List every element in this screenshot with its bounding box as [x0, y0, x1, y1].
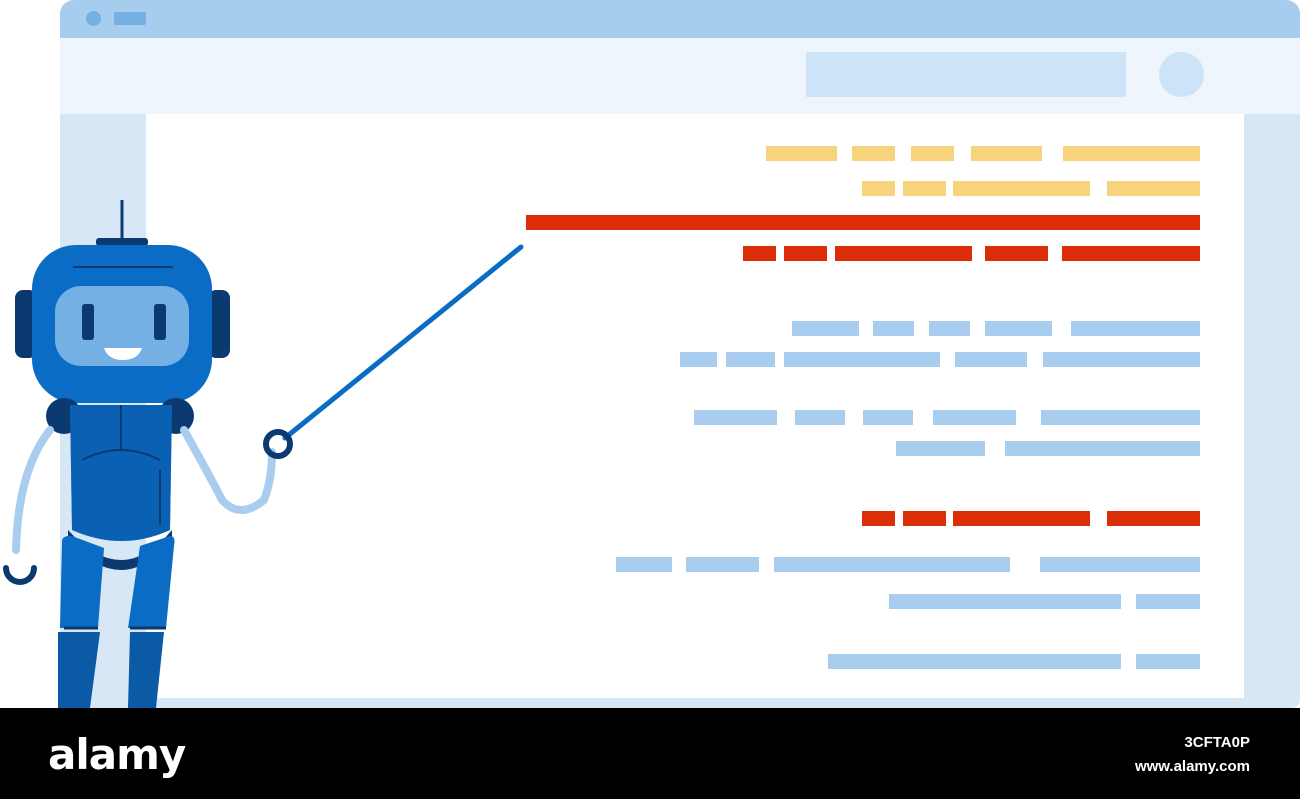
code-token [1005, 441, 1200, 456]
code-token [835, 246, 972, 261]
code-token [852, 146, 895, 161]
code-token [686, 557, 759, 572]
code-token [1040, 557, 1200, 572]
code-token [1107, 181, 1200, 196]
code-token [933, 410, 1016, 425]
window-dot-icon[interactable] [86, 11, 101, 26]
code-line [146, 352, 1244, 367]
code-token [1062, 246, 1200, 261]
code-line [146, 410, 1244, 425]
code-line [146, 441, 1244, 456]
code-token [903, 511, 946, 526]
code-token [903, 181, 946, 196]
code-token [774, 557, 1010, 572]
site-url-link[interactable]: www.alamy.com [1134, 758, 1250, 775]
code-line [146, 511, 1244, 526]
code-token [828, 654, 1121, 669]
code-token [680, 352, 717, 367]
window-pill-icon[interactable] [114, 12, 146, 25]
code-token [1043, 352, 1200, 367]
pointer-stick-icon [282, 244, 524, 441]
code-line [146, 654, 1244, 669]
title-bar [60, 0, 1300, 38]
code-token [971, 146, 1042, 161]
code-token [1041, 410, 1200, 425]
code-token [985, 321, 1052, 336]
code-token [1063, 146, 1200, 161]
code-token [766, 146, 837, 161]
code-token [1107, 511, 1200, 526]
code-token [953, 511, 1090, 526]
code-token [694, 410, 777, 425]
code-token [862, 511, 895, 526]
user-avatar-icon[interactable] [1159, 52, 1204, 97]
code-token [953, 181, 1090, 196]
robot-icon [3, 200, 524, 708]
code-line [146, 557, 1244, 572]
code-token [929, 321, 970, 336]
code-token [889, 594, 1121, 609]
code-token [726, 352, 775, 367]
code-token [1136, 594, 1200, 609]
code-line [146, 594, 1244, 609]
code-token [862, 181, 895, 196]
image-id: 3CFTA0P [1184, 734, 1250, 751]
code-token [795, 410, 845, 425]
code-token [911, 146, 954, 161]
code-token [985, 246, 1048, 261]
code-token [1071, 321, 1200, 336]
brand-logo[interactable]: alamy [48, 730, 186, 779]
code-token [873, 321, 914, 336]
code-panel [146, 114, 1244, 698]
address-bar[interactable] [806, 52, 1126, 97]
browser-toolbar [60, 38, 1300, 114]
code-token [743, 246, 776, 261]
code-line [146, 321, 1244, 336]
code-token [526, 215, 1200, 230]
code-token [896, 441, 985, 456]
browser-window [60, 0, 1300, 708]
code-token [784, 246, 827, 261]
code-token [784, 352, 940, 367]
code-token [1136, 654, 1200, 669]
code-token [792, 321, 859, 336]
code-token [955, 352, 1027, 367]
code-token [863, 410, 913, 425]
footer-bar: alamy 3CFTA0P www.alamy.com [0, 708, 1300, 799]
code-line [146, 181, 1244, 196]
code-line [146, 146, 1244, 161]
code-token [616, 557, 672, 572]
highlighted-code-line [146, 215, 1244, 230]
code-line [146, 246, 1244, 261]
